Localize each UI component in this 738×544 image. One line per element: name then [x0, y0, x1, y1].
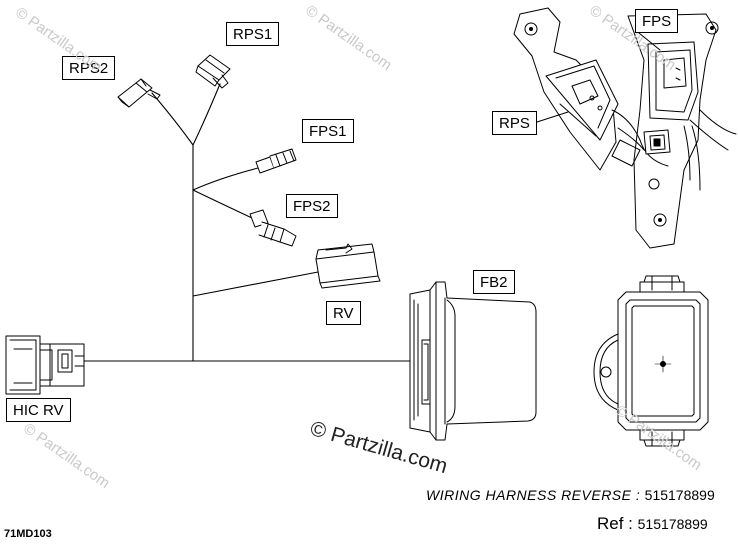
reference-part-number: 515178899 [637, 516, 708, 532]
leader-lines [536, 32, 661, 123]
callout-rps: RPS [492, 111, 537, 135]
callout-rps1: RPS1 [226, 22, 280, 46]
callout-fps2: FPS2 [286, 194, 338, 218]
harness-title-label: WIRING HARNESS REVERSE : [426, 487, 641, 503]
switch-assembly [513, 7, 737, 249]
callout-fb2: FB2 [473, 270, 515, 294]
reference: Ref : 515178899 [597, 514, 708, 534]
reference-label: Ref : [597, 514, 633, 533]
fps1-connector [255, 148, 297, 174]
fb2-fuse-block [409, 281, 537, 441]
callout-fps1: FPS1 [302, 119, 354, 143]
rps2-connector [117, 78, 161, 108]
callout-fps: FPS [635, 9, 679, 33]
rv-connector [315, 243, 381, 289]
fuse-block-front-view [593, 275, 709, 447]
rps1-connector [195, 54, 231, 89]
harness-wires [83, 83, 411, 362]
callout-rps2: RPS2 [62, 56, 116, 80]
callout-hic-rv: HIC RV [6, 398, 71, 422]
callout-rv: RV [326, 301, 361, 325]
fps2-connector [249, 209, 297, 247]
drawing-code: 71MD103 [4, 528, 52, 540]
harness-part-number: 515178899 [644, 487, 715, 503]
harness-title: WIRING HARNESS REVERSE : 515178899 [426, 487, 715, 503]
hic-rv-connector [5, 335, 85, 395]
